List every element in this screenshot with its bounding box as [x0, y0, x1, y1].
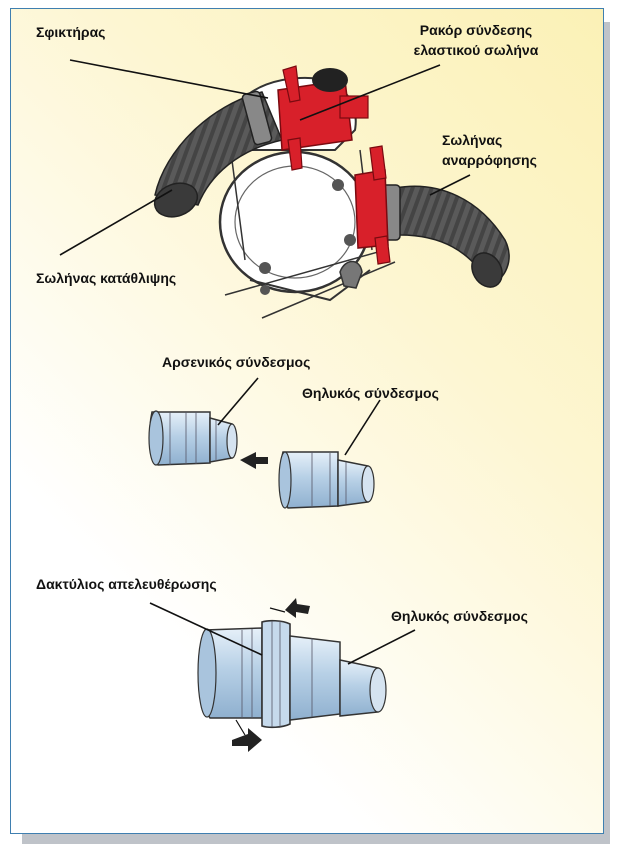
label-male-coupling: Αρσενικός σύνδεσμος [162, 352, 310, 372]
label-release-ring: Δακτύλιος απελευθέρωσης [36, 574, 217, 594]
release-arrow-up-tail [270, 608, 285, 612]
leader-discharge-hose [60, 190, 172, 255]
release-arrow-down-tail [236, 720, 245, 735]
label-clamp: Σφικτήρας [36, 22, 105, 42]
female-coupling-top [279, 452, 374, 508]
label-suction-hose-line1: Σωλήνας [442, 130, 537, 150]
insert-arrow [240, 452, 268, 469]
hose-connector-top [278, 66, 368, 170]
release-arrow-down [232, 728, 262, 752]
leader-male-coupling [218, 378, 258, 425]
label-female-coupling-bottom: Θηλυκός σύνδεσμος [391, 606, 528, 626]
label-hose-connector-line2: ελαστικού σωλήνα [376, 40, 576, 60]
suction-hose [378, 185, 509, 293]
label-hose-connector: Ρακόρ σύνδεσης ελαστικού σωλήνα [376, 20, 576, 60]
leader-female-coupling-bottom [348, 630, 415, 664]
label-suction-hose: Σωλήνας αναρρόφησης [442, 130, 537, 170]
label-female-coupling-top: Θηλυκός σύνδεσμος [302, 383, 439, 403]
label-discharge-hose: Σωλήνας κατάθλιψης [36, 268, 176, 288]
assembled-coupling [198, 621, 386, 728]
hose-connector-right [355, 146, 390, 264]
label-suction-hose-line2: αναρρόφησης [442, 150, 537, 170]
leader-clamp [70, 60, 268, 98]
leader-female-coupling-top [345, 400, 380, 455]
release-arrow-up [285, 598, 310, 618]
label-hose-connector-line1: Ρακόρ σύνδεσης [376, 20, 576, 40]
